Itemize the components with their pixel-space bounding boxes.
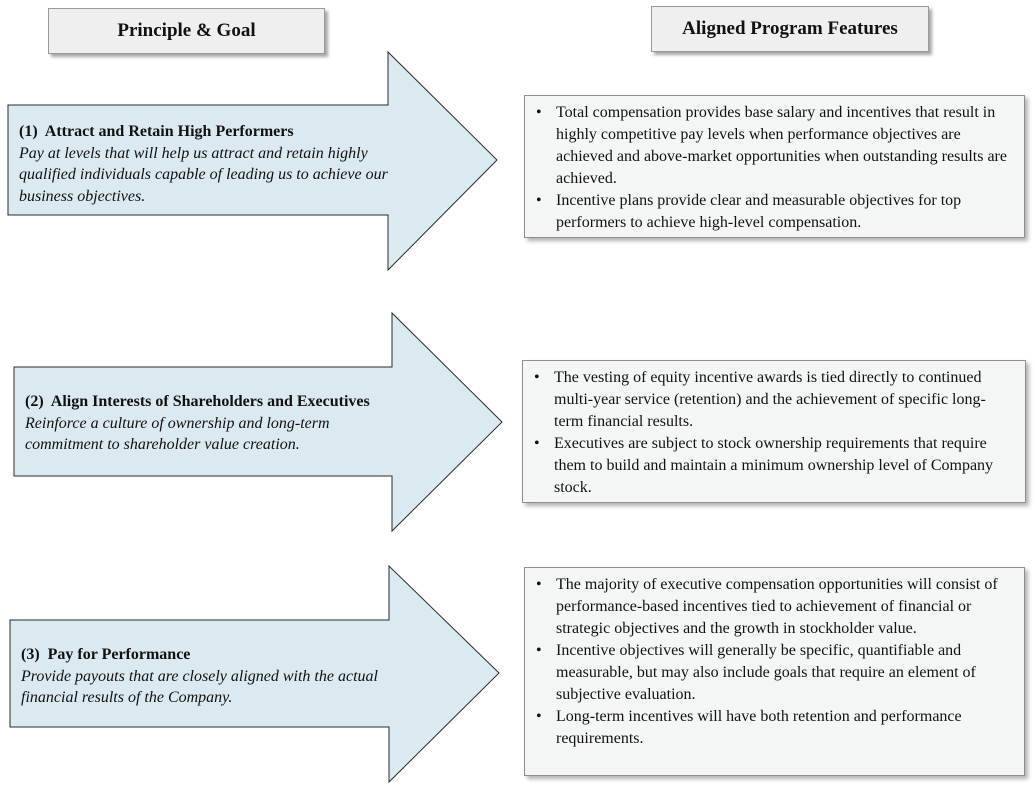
principle-3-features-list: The majority of executive compensation o…: [535, 574, 1014, 750]
principle-2-feature-2: Executives are subject to stock ownershi…: [533, 433, 1015, 499]
principle-1-arrow-shape: [7, 50, 498, 272]
principle-2-text: (2) Align Interests of Shareholders and …: [25, 391, 395, 456]
principle-1-description: Pay at levels that will help us attract …: [19, 144, 388, 205]
principle-2-feature-1: The vesting of equity incentive awards i…: [533, 367, 1015, 433]
principle-1-title-text: Attract and Retain High Performers: [44, 123, 294, 140]
principle-1-text: (1) Attract and Retain High Performers P…: [19, 121, 399, 207]
principle-3-features-box: The majority of executive compensation o…: [524, 567, 1025, 776]
principle-1-number: (1): [19, 123, 38, 140]
principle-3-title: (3) Pay for Performance: [21, 644, 433, 666]
principle-3-feature-2: Incentive objectives will generally be s…: [535, 640, 1014, 706]
principle-3-title-text: Pay for Performance: [47, 646, 191, 663]
principle-1-features-list: Total compensation provides base salary …: [535, 102, 1014, 234]
principle-2-number: (2): [25, 393, 44, 410]
principle-1-feature-2: Incentive plans provide clear and measur…: [535, 190, 1014, 234]
principle-3-feature-1: The majority of executive compensation o…: [535, 574, 1014, 640]
principle-2-description: Reinforce a culture of ownership and lon…: [25, 414, 330, 454]
principle-3-number: (3): [21, 646, 40, 663]
principle-2-features-box: The vesting of equity incentive awards i…: [522, 360, 1026, 503]
principle-1-feature-1: Total compensation provides base salary …: [535, 102, 1014, 190]
principle-2-features-list: The vesting of equity incentive awards i…: [533, 367, 1015, 499]
principle-3-feature-3: Long-term incentives will have both rete…: [535, 706, 1014, 750]
principle-2-arrow-shape: [13, 311, 503, 533]
principle-3-text: (3) Pay for Performance Provide payouts …: [21, 644, 433, 709]
principle-3-description: Provide payouts that are closely aligned…: [21, 667, 378, 707]
principle-2-title-text: Align Interests of Shareholders and Exec…: [50, 393, 370, 410]
aligned-program-features-header: Aligned Program Features: [651, 6, 929, 52]
principle-1-title: (1) Attract and Retain High Performers: [19, 121, 399, 143]
principle-1-features-box: Total compensation provides base salary …: [524, 95, 1025, 238]
principle-3-arrow-shape: [9, 564, 500, 784]
principle-goal-header: Principle & Goal: [48, 8, 325, 54]
principle-2-title: (2) Align Interests of Shareholders and …: [25, 391, 395, 413]
